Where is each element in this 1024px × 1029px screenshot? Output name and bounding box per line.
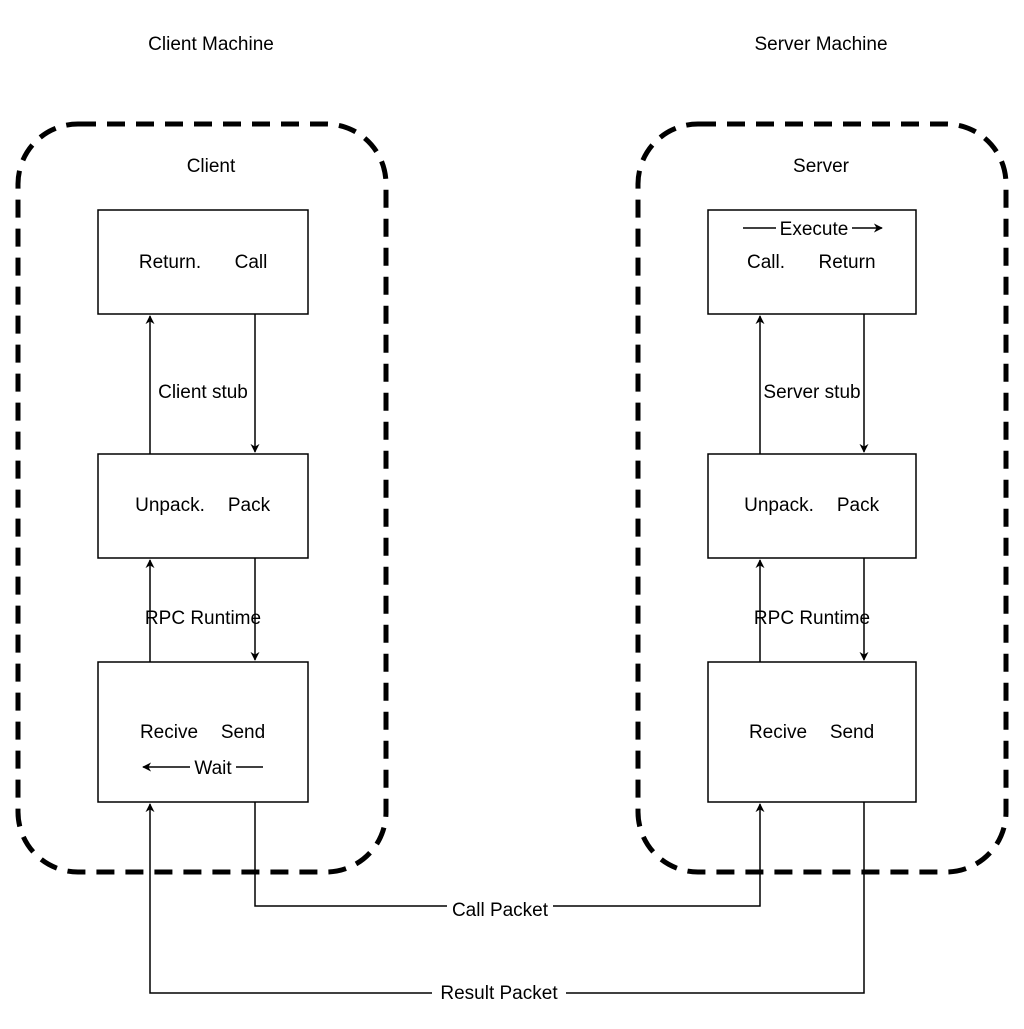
client-machine-title: Client Machine [148, 34, 274, 55]
client-mid-box: Unpack. Pack [97, 453, 309, 559]
client-receive-label: Recive [140, 722, 198, 743]
server-unpack-label: Unpack. [744, 495, 814, 516]
server-execute-label: Execute [780, 219, 849, 240]
server-runtime-label: RPC Runtime [754, 608, 870, 629]
call-packet-label: Call Packet [452, 900, 549, 921]
client-return-label: Return. [139, 252, 201, 273]
client-top-box: Return. Call [97, 209, 309, 315]
client-call-label: Call [235, 252, 268, 273]
server-container-title: Server [793, 156, 850, 177]
server-top-box: Execute Call. Return [707, 209, 917, 315]
client-pack-label: Pack [228, 495, 271, 516]
call-packet-arrow [254, 802, 765, 907]
server-return-label: Return [818, 252, 875, 273]
server-mid-box: Unpack. Pack [707, 453, 917, 559]
client-runtime-label: RPC Runtime [145, 608, 261, 629]
server-call-label: Call. [747, 252, 785, 273]
client-stub-label: Client stub [158, 382, 248, 403]
client-container [15, 121, 389, 875]
server-machine-title: Server Machine [754, 34, 887, 55]
client-wait-label: Wait [194, 758, 232, 779]
client-container-title: Client [187, 156, 236, 177]
client-unpack-label: Unpack. [135, 495, 205, 516]
client-send-label: Send [221, 722, 265, 743]
server-bottom-box: Recive Send [707, 661, 917, 803]
server-receive-label: Recive [749, 722, 807, 743]
server-container [635, 121, 1009, 875]
client-bottom-box: Recive Send Wait [97, 661, 309, 803]
server-pack-label: Pack [837, 495, 880, 516]
result-packet-label: Result Packet [440, 983, 558, 1004]
server-stub-label: Server stub [763, 382, 860, 403]
server-send-label: Send [830, 722, 874, 743]
